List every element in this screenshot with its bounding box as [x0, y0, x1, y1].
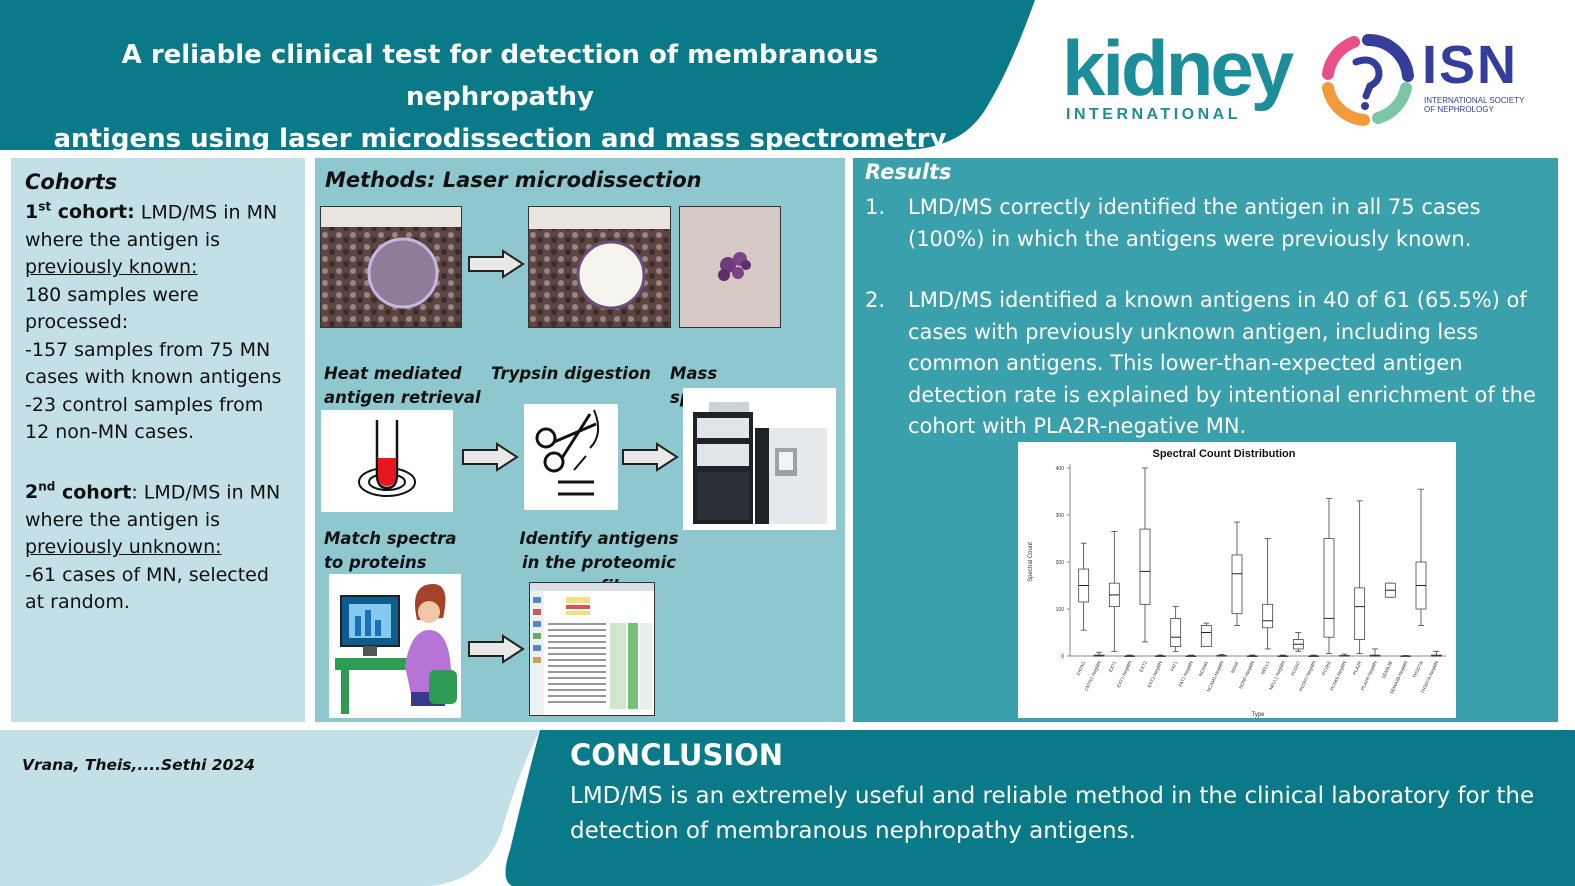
x-tick-label: PCDH7: [1290, 660, 1301, 677]
researcher-computer-image: [329, 574, 461, 718]
chart-title: Spectral Count Distribution: [1153, 448, 1296, 460]
citation: Vrana, Theis,....Sethi 2024: [22, 756, 255, 774]
x-axis-label: Type: [1251, 712, 1265, 718]
match-spectra-label: Match spectra to proteins: [324, 529, 457, 572]
proteomic-software-screenshot: [529, 582, 655, 716]
cohort-1-line: -157 samples from 75 MN cases with known…: [25, 338, 282, 389]
cohort-1-description: 1st cohort: LMD/MS in MN where the antig…: [25, 200, 282, 444]
mass-spectrometer-image: [683, 388, 836, 530]
y-tick-label: 100: [1056, 607, 1065, 613]
result-item-2: 2. LMD/MS identified a known antigens in…: [865, 288, 1536, 438]
tissue-section-image: [320, 206, 462, 328]
box: [1262, 603, 1274, 629]
x-tick-label: NCAM1-NegMN: [1206, 660, 1225, 692]
cohort-2-description: 2nd cohort: LMD/MS in MN where the antig…: [25, 479, 281, 614]
x-tick-label: EXT1: [1108, 660, 1118, 673]
isn-logo-word: ISN: [1422, 35, 1519, 95]
trypsin-label: Trypsin digestion: [491, 364, 652, 383]
page-title: A reliable clinical test for detection o…: [53, 40, 947, 154]
arrow-right-icon: [468, 634, 525, 664]
x-tick-label: FAT1: [1170, 660, 1179, 672]
x-tick-label: EXT2-NegMN: [1147, 660, 1164, 688]
x-tick-label: PLA2R: [1352, 660, 1363, 676]
x-tick-label: THSD7A: [1412, 659, 1425, 678]
methods-panel: Methods: Laser microdissection: [315, 158, 845, 722]
isn-globe-icon: [1322, 33, 1414, 126]
arrow-right-icon: [468, 249, 525, 279]
box: [1323, 538, 1335, 638]
captured-glomerulus-image: [679, 206, 781, 328]
box: [1170, 617, 1182, 647]
x-tick-label: EXT1-NegMN: [1116, 660, 1133, 688]
result-item-1: 1. LMD/MS correctly identified the antig…: [865, 195, 1481, 251]
cohort-1-line: 180 samples were processed:: [25, 283, 199, 334]
x-tick-label: PLA2R-NegMN: [1360, 660, 1378, 691]
arrow-right-icon: [462, 442, 519, 472]
x-tick-label: NDNF-NegMN: [1238, 660, 1255, 689]
kidney-logo-word: kidney: [1062, 24, 1294, 112]
x-tick-label: NELL1: [1260, 660, 1271, 675]
kidney-logo-subtitle: INTERNATIONAL: [1066, 106, 1241, 123]
cohorts-panel: Cohorts 1st cohort: LMD/MS in MN where t…: [11, 158, 305, 722]
x-tick-label: CNTN1: [1076, 660, 1087, 676]
x-tick-label: SEMA3B-NegMN: [1389, 660, 1409, 695]
box: [1200, 625, 1212, 647]
conclusion-text: LMD/MS is an extremely useful and reliab…: [570, 783, 1535, 844]
results-title: Results: [865, 160, 952, 184]
x-tick-label: THSD7A-NegMN: [1420, 660, 1439, 694]
box: [1231, 554, 1243, 615]
header-background: [0, 0, 1035, 150]
x-tick-label: PCSK6: [1321, 660, 1332, 676]
isn-logo-subtitle: INTERNATIONAL SOCIETY OF NEPHROLOGY: [1424, 96, 1525, 114]
footer-conclusion-background: [505, 730, 1575, 886]
dissected-tissue-image: [528, 206, 671, 328]
cohort-1-line: -23 control samples from 12 non-MN cases…: [25, 393, 264, 444]
arrow-right-icon: [622, 442, 679, 472]
y-tick-label: 0: [1061, 654, 1064, 660]
chart-svg: Spectral Count Distribution 0 100 200 300 400…: [1028, 448, 1446, 718]
box: [1139, 528, 1151, 605]
methods-title: Methods: Laser microdissection: [325, 168, 702, 192]
spectral-count-chart: Spectral Count Distribution 0 100 200 300 400…: [1018, 442, 1456, 718]
y-tick-label: 200: [1056, 560, 1065, 566]
x-tick-label: NCAM1: [1198, 660, 1210, 677]
y-tick-label: 300: [1056, 513, 1065, 519]
x-tick-label: NDNF: [1230, 660, 1240, 674]
y-axis-label: Spectral Count: [1028, 542, 1034, 582]
x-tick-label: CNTN1-NegMN: [1084, 660, 1102, 691]
isn-logo[interactable]: ISN INTERNATIONAL SOCIETY OF NEPHROLOGY: [1320, 32, 1550, 127]
cohort-2-line: -61 cases of MN, selected at random.: [25, 563, 269, 614]
box: [1354, 587, 1366, 640]
heated-tube-image: [321, 410, 453, 512]
x-tick-label: FAT1-NegMN: [1178, 660, 1194, 687]
cohorts-title: Cohorts: [25, 170, 118, 194]
x-tick-label: PCDH7-NegMN: [1298, 660, 1316, 692]
x-tick-label: PCSK6-NegMN: [1329, 660, 1347, 691]
header-banner: A reliable clinical test for detection o…: [0, 0, 1575, 154]
x-tick-label: EXT2: [1139, 660, 1149, 673]
footer-citation-background: [0, 730, 540, 886]
cohort-1-known-label: previously known:: [25, 256, 198, 279]
x-tick-label: SEMA3B: [1381, 660, 1393, 679]
cohort-2-unknown-label: previously unknown:: [25, 536, 222, 559]
x-tick-label: NELL1-NegMN: [1268, 660, 1286, 690]
y-tick-label: 400: [1056, 466, 1065, 472]
scissors-icon: [524, 404, 618, 510]
kidney-international-logo[interactable]: kidney INTERNATIONAL: [1062, 28, 1294, 132]
retrieval-label: Heat mediated antigen retrieval: [324, 364, 481, 407]
conclusion-title: CONCLUSION: [570, 738, 784, 772]
